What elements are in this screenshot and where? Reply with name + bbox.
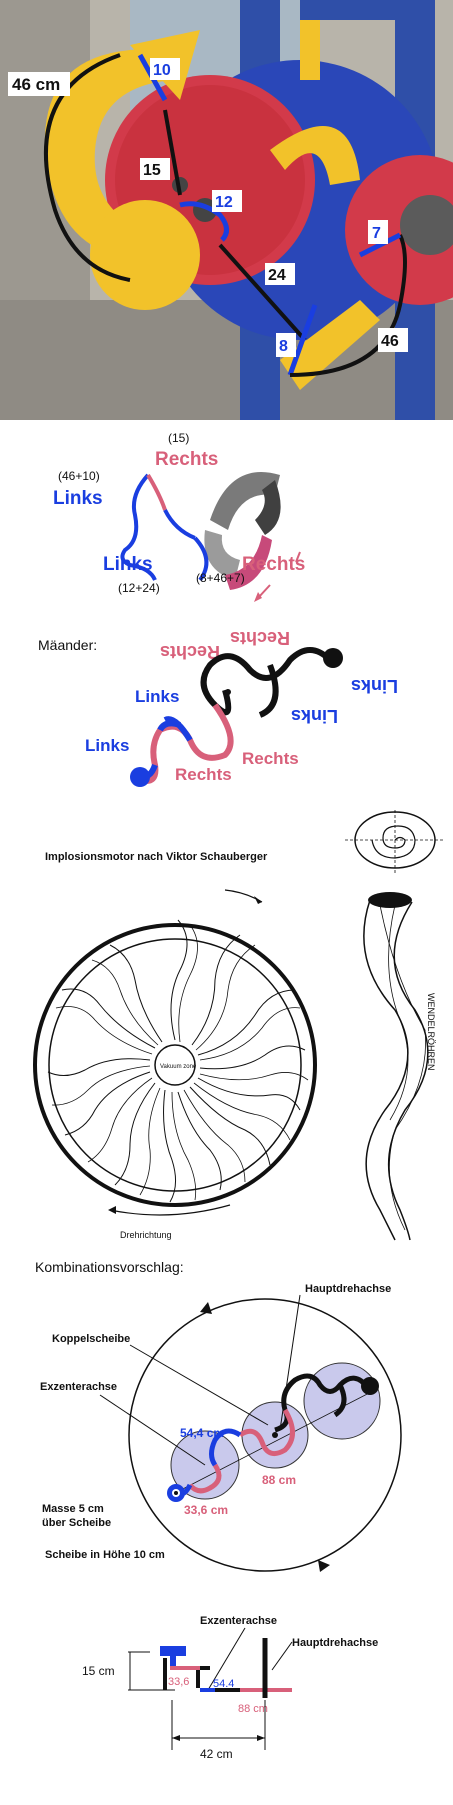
meander-rechts-2: Rechts [175,765,232,784]
label-7: 7 [372,225,381,242]
schauberger-center: Vakuum zone [160,1064,197,1070]
side-336: 33,6 [168,1676,189,1688]
label-336cm: 33,6 cm [184,1503,228,1517]
schauberger-diagram: Implosionsmotor nach Viktor Schauberger [33,805,445,1241]
spiral-p46-10: (46+10) [58,469,100,483]
meander-title: Mäander: [38,637,97,653]
combination-title: Kombinationsvorschlag: [35,1259,184,1275]
spiral-p15: (15) [168,431,189,445]
spiral-diagram: (15) Rechts (46+10) Links Links (12+24) … [53,431,305,602]
meander-flip-rechts-2: Rechts [230,628,290,648]
meander-links-1: Links [135,687,179,706]
mechanism-photo: 46 cm 10 15 12 24 7 8 46 [0,0,453,420]
label-masse-2: über Scheibe [42,1517,111,1529]
meander-links-2: Links [85,736,129,755]
spiral-panel: (15) Rechts (46+10) Links Links (12+24) … [0,420,453,620]
spiral-p8-46-7: (8+46+7) [196,571,245,585]
label-15: 15 [143,162,161,179]
spiral-rechts-top: Rechts [155,449,218,470]
side-544: 54.4 [213,1678,234,1690]
spiral-p12-24: (12+24) [118,581,160,595]
meander-rechts-1: Rechts [242,749,299,768]
schauberger-title: Implosionsmotor nach Viktor Schauberger [45,851,268,863]
side-panel: Exzenterachse Hauptdrehachse 15 cm 33,6 … [0,1590,453,1800]
side-42cm: 42 cm [200,1747,233,1761]
label-46cm: 46 cm [12,75,60,94]
meander-flip-links-2: Links [291,706,338,726]
meander-flip-links-1: Links [351,676,398,696]
label-12: 12 [215,194,233,211]
label-88cm: 88 cm [262,1473,296,1487]
label-koppelscheibe: Koppelscheibe [52,1333,130,1345]
schauberger-tube: WENDELRÖHREN [426,993,436,1071]
label-masse-1: Masse 5 cm [42,1503,104,1515]
side-hauptdrehachse: Hauptdrehachse [292,1637,378,1649]
side-view-diagram: Exzenterachse Hauptdrehachse 15 cm 33,6 … [82,1615,378,1761]
label-exzenterachse: Exzenterachse [40,1381,117,1393]
label-scheibe: Scheibe in Höhe 10 cm [45,1549,165,1561]
meander-panel: Mäander: Rechts Rechts Links Links Links… [0,620,453,810]
combination-diagram: Kombinationsvorschlag: Hauptdrehachse Ko… [35,1259,402,1572]
spiral-rechts-bottom: Rechts [242,554,305,575]
schauberger-rotation: Drehrichtung [120,1230,172,1240]
schauberger-panel: Implosionsmotor nach Viktor Schauberger [0,805,453,1250]
meander-flip-rechts-1: Rechts [160,642,220,662]
label-24: 24 [268,267,286,284]
label-10: 10 [153,62,171,79]
photo-panel: 46 cm 10 15 12 24 7 8 46 [0,0,453,420]
combination-panel: Kombinationsvorschlag: Hauptdrehachse Ko… [0,1250,453,1590]
side-88cm: 88 cm [238,1703,268,1715]
spiral-links-top: Links [53,488,103,509]
side-exzenterachse: Exzenterachse [200,1615,277,1627]
side-15cm: 15 cm [82,1664,115,1678]
label-8: 8 [279,338,288,355]
label-hauptdrehachse: Hauptdrehachse [305,1283,391,1295]
label-544cm: 54,4 cm [180,1426,224,1440]
meander-diagram: Mäander: Rechts Rechts Links Links Links… [38,628,398,787]
label-46: 46 [381,333,399,350]
spiral-links-bottom: Links [103,554,153,575]
